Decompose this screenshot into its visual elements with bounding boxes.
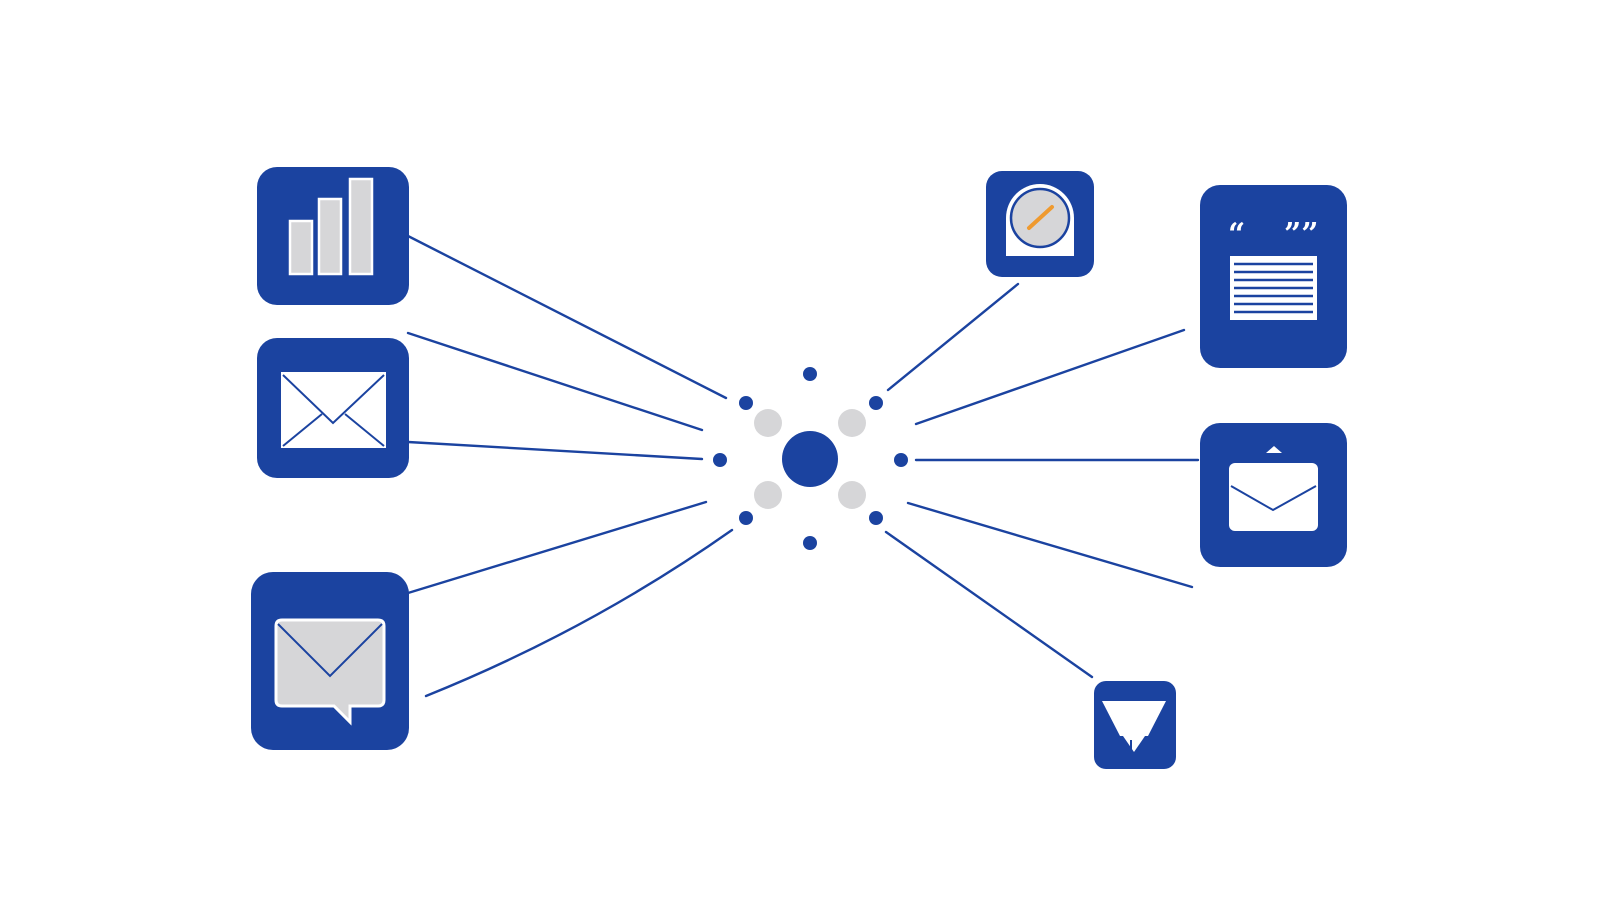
connector-quote-doc-1 bbox=[914, 328, 1186, 426]
hub-inner-dot bbox=[754, 409, 782, 437]
central-hub-node bbox=[713, 367, 908, 550]
gauge-needle bbox=[1027, 205, 1054, 230]
connector-envelope-2 bbox=[406, 440, 704, 461]
connector-chat-1 bbox=[406, 500, 708, 595]
connector-gauge-1 bbox=[886, 282, 1020, 392]
connector-chat-2 bbox=[424, 528, 734, 698]
speedometer-gauge-icon bbox=[1006, 184, 1074, 256]
chat-message-tile[interactable] bbox=[251, 572, 409, 750]
hub-outer-dot bbox=[803, 367, 817, 381]
envelope-tile[interactable] bbox=[257, 338, 409, 478]
connector-inbox-2 bbox=[906, 501, 1194, 589]
connector-envelope-1 bbox=[406, 331, 704, 432]
hub-inner-dot bbox=[838, 481, 866, 509]
quote-document-icon: “ ”” bbox=[1228, 217, 1319, 320]
connector-bar-chart-1 bbox=[406, 234, 728, 400]
hub-core bbox=[782, 431, 838, 487]
hub-outer-dot bbox=[713, 453, 727, 467]
connector-lines bbox=[406, 234, 1200, 698]
connector-funnel-1 bbox=[884, 530, 1094, 679]
inbox-tile[interactable] bbox=[1200, 423, 1347, 567]
hub-outer-dot bbox=[803, 536, 817, 550]
document-lines bbox=[1234, 262, 1313, 314]
hub-inner-dot bbox=[754, 481, 782, 509]
funnel-filter-icon bbox=[1102, 701, 1166, 752]
funnel-tile[interactable] bbox=[1094, 681, 1176, 769]
hub-outer-dot bbox=[894, 453, 908, 467]
envelope-icon bbox=[281, 372, 386, 448]
hub-inner-dot bbox=[838, 409, 866, 437]
hub-outer-dot bbox=[869, 396, 883, 410]
inbox-envelope-icon bbox=[1229, 446, 1318, 531]
quote-document-tile[interactable]: “ ”” bbox=[1200, 185, 1347, 368]
quote-open-mark: “ bbox=[1228, 217, 1245, 252]
chat-bubble-envelope-icon bbox=[274, 618, 386, 726]
quote-close-mark: ”” bbox=[1284, 217, 1319, 252]
bar-chart-icon bbox=[288, 177, 374, 276]
gauge-tile[interactable] bbox=[986, 171, 1094, 277]
hub-outer-dot bbox=[739, 396, 753, 410]
hub-outer-dot bbox=[739, 511, 753, 525]
bar-chart-tile[interactable] bbox=[257, 167, 409, 305]
hub-outer-dot bbox=[869, 511, 883, 525]
